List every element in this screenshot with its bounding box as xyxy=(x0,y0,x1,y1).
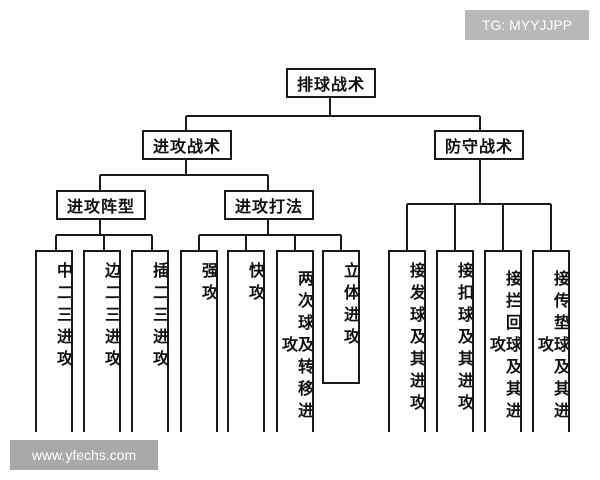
tactics-leaf: 强攻 xyxy=(180,250,218,432)
formation-leaf: 边二三进攻 xyxy=(83,250,121,432)
defense-leaf-label: 接传垫球及其进攻 xyxy=(535,270,570,424)
formation-leaf-label: 边二三进攻 xyxy=(102,262,121,372)
formation-leaf-label: 插二三进攻 xyxy=(150,262,169,372)
tactics-leaf-label: 快攻 xyxy=(246,262,265,306)
tactics-node: 进攻打法 xyxy=(224,190,314,220)
defense-leaf: 接传垫球及其进攻 xyxy=(532,250,570,432)
tactics-leaf: 两次球及转移进攻 xyxy=(276,250,314,432)
formation-leaf: 中二三进攻 xyxy=(35,250,73,432)
tactics-leaf-label: 立体进攻 xyxy=(341,262,360,350)
formation-leaf-label: 中二三进攻 xyxy=(54,262,73,372)
tactics-leaf-label: 两次球及转移进攻 xyxy=(279,270,314,424)
defense-leaf-label: 接拦回球及其进攻 xyxy=(487,270,522,424)
defense-leaf: 接拦回球及其进攻 xyxy=(484,250,522,432)
defense-leaf-label: 接扣球及其进攻 xyxy=(455,262,474,416)
watermark-top: TG: MYYJJPP xyxy=(465,10,589,40)
tactics-leaf: 快攻 xyxy=(227,250,265,432)
formation-leaf: 插二三进攻 xyxy=(131,250,169,432)
defense-leaf-label: 接发球及其进攻 xyxy=(407,262,426,416)
formation-node: 进攻阵型 xyxy=(56,190,146,220)
tactics-leaf-label: 强攻 xyxy=(199,262,218,306)
watermark-bottom: www.yfechs.com xyxy=(10,440,158,470)
offense-node: 进攻战术 xyxy=(142,130,232,160)
defense-leaf: 接扣球及其进攻 xyxy=(436,250,474,432)
root-node: 排球战术 xyxy=(286,68,376,98)
defense-leaf: 接发球及其进攻 xyxy=(388,250,426,432)
tactics-leaf: 立体进攻 xyxy=(322,250,360,384)
defense-node: 防守战术 xyxy=(434,130,524,160)
